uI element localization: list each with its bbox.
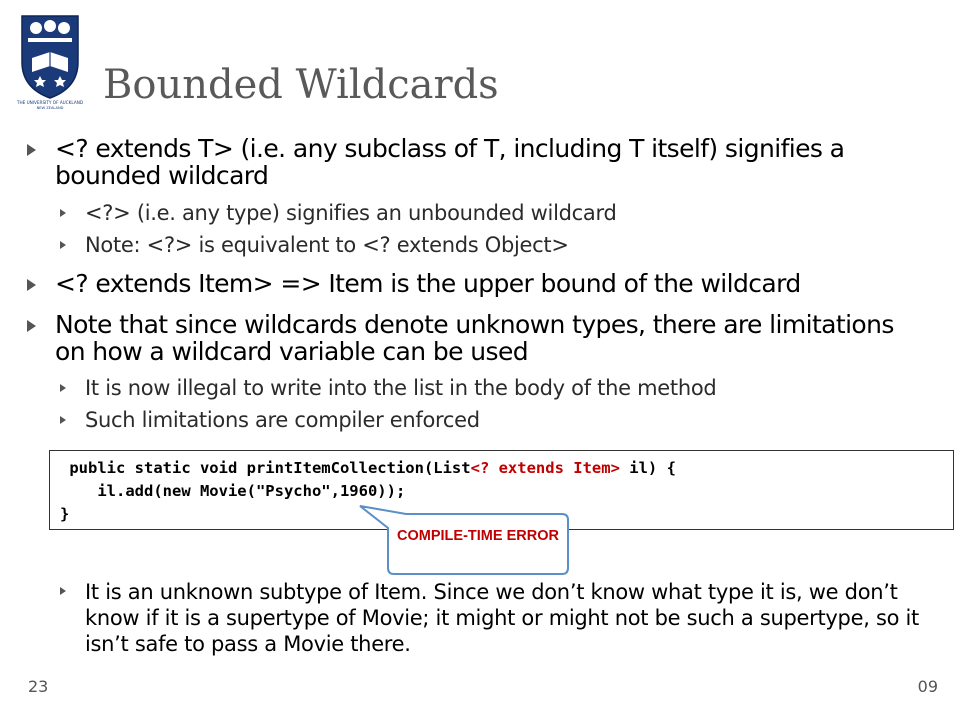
callout-bubble — [359, 505, 569, 575]
bullet-text: <? extends T> (i.e. any subclass of T, i… — [55, 134, 845, 190]
bullet-text: Note that since wildcards denote unknown… — [55, 310, 894, 366]
code-block: public static void printItemCollection(L… — [49, 450, 954, 530]
subbullet-text: It is an unknown subtype of Item. Since … — [85, 580, 919, 656]
bullet-marker-icon — [60, 416, 66, 424]
bullet-marker-icon — [27, 320, 36, 332]
subbullet-illegal-write: It is now illegal to write into the list… — [60, 376, 930, 401]
code-line-1: public static void printItemCollection(L… — [60, 457, 953, 480]
code-wildcard-highlight: <? extends Item> — [470, 459, 620, 477]
subbullet-unbounded: <?> (i.e. any type) signifies an unbound… — [60, 201, 930, 226]
bullet-bounded-wildcard: <? extends T> (i.e. any subclass of T, i… — [27, 134, 905, 190]
code-line-3: } — [60, 505, 70, 523]
code-text: il) { — [619, 459, 676, 477]
bullet-limitations: Note that since wildcards denote unknown… — [27, 310, 905, 366]
bullet-upper-bound: <? extends Item> => Item is the upper bo… — [27, 269, 905, 298]
bullet-marker-icon — [27, 144, 36, 156]
footer-label: 09 — [917, 677, 938, 696]
bullet-marker-icon — [60, 587, 66, 595]
bullet-marker-icon — [27, 279, 36, 291]
logo-text-line1: THE UNIVERSITY OF AUCKLAND — [16, 100, 83, 105]
compile-error-label: COMPILE-TIME ERROR — [397, 528, 559, 544]
subbullet-text: Note: <?> is equivalent to <? extends Ob… — [85, 233, 569, 257]
code-line-2: il.add(new Movie("Psycho",1960)); — [60, 482, 406, 500]
code-text: public static void printItemCollection(L… — [60, 459, 471, 477]
subbullet-text: Such limitations are compiler enforced — [85, 408, 480, 432]
slide-title: Bounded Wildcards — [103, 62, 499, 108]
logo-text-line2: NEW ZEALAND — [37, 106, 64, 110]
bullet-marker-icon — [60, 384, 66, 392]
subbullet-text: It is now illegal to write into the list… — [85, 376, 717, 400]
subbullet-note: Note: <?> is equivalent to <? extends Ob… — [60, 233, 930, 258]
bullet-marker-icon — [60, 241, 66, 249]
subbullet-compiler-enforced: Such limitations are compiler enforced — [60, 408, 930, 433]
bullet-marker-icon — [60, 209, 66, 217]
university-crest-icon: THE UNIVERSITY OF AUCKLAND NEW ZEALAND — [14, 10, 86, 110]
page-number: 23 — [28, 677, 49, 696]
bullet-text: <? extends Item> => Item is the upper bo… — [55, 269, 801, 298]
subbullet-unknown-subtype: It is an unknown subtype of Item. Since … — [60, 579, 935, 657]
subbullet-text: <?> (i.e. any type) signifies an unbound… — [85, 201, 617, 225]
